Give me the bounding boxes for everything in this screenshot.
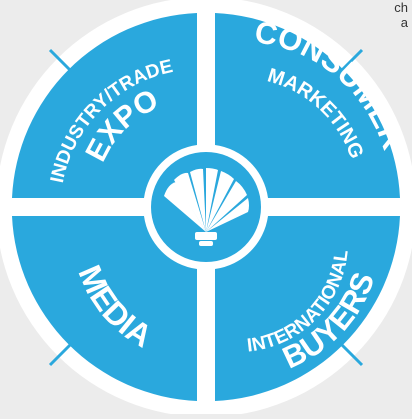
segment-media[interactable] [12, 216, 197, 401]
corner-text-line2: a [400, 15, 408, 30]
corner-text-line1: ch [394, 0, 408, 15]
segment-international-buyers[interactable] [215, 216, 400, 401]
corner-text: ch a [394, 0, 408, 30]
segments [12, 13, 400, 401]
shell-icon [164, 168, 249, 246]
segment-consumer-marketing[interactable] [215, 13, 400, 198]
segment-industry-trade-expo[interactable] [12, 13, 197, 198]
